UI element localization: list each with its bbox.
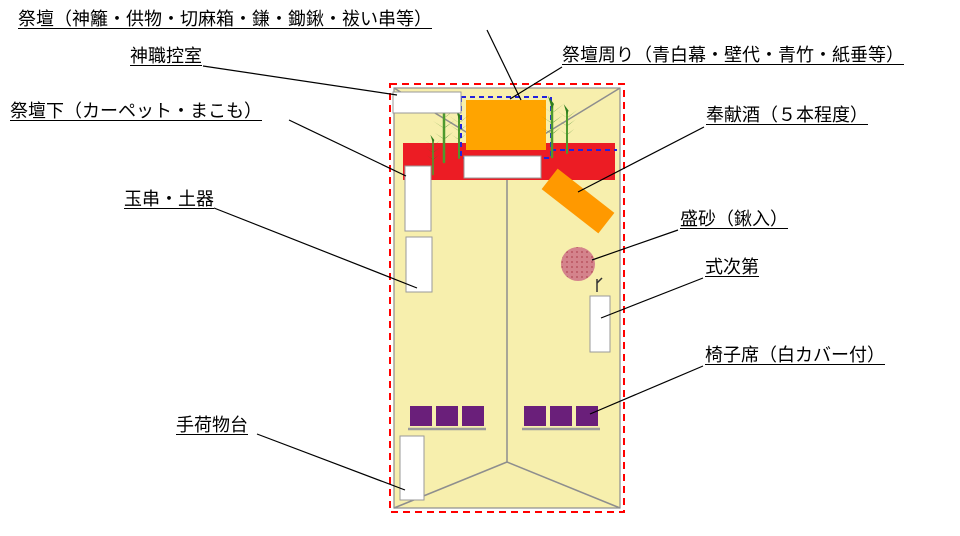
label-sand-mound: 盛砂（鍬入） (680, 209, 788, 229)
chair (434, 406, 460, 431)
label-program: 式次第 (705, 257, 759, 277)
ceremony-boundary (389, 83, 625, 513)
leader-altar-surround (509, 66, 563, 100)
leader-lines (202, 29, 705, 491)
luggage-table (399, 435, 425, 501)
leader-sand (591, 229, 679, 261)
stake-icon (596, 277, 603, 292)
leader-altar (486, 29, 522, 101)
leader-under-altar (288, 119, 407, 177)
label-under-altar: 祭壇下（カーペット・まこも） (10, 101, 262, 121)
sand-mound-circle (561, 247, 595, 281)
offering-table (463, 155, 542, 179)
chair (460, 406, 486, 431)
tamagushi-table (405, 236, 433, 293)
priest-room-table (392, 91, 462, 114)
chair-row-left (408, 406, 486, 431)
chair-row-right (522, 406, 600, 431)
chair (548, 406, 574, 431)
label-altar-surround: 祭壇周り（青白幕・壁代・青竹・紙垂等） (562, 45, 904, 65)
label-sake: 奉献酒（５本程度） (706, 105, 868, 125)
side-table-upper (404, 165, 432, 232)
label-tamagushi: 玉串・土器 (124, 189, 214, 209)
leader-priest-room (202, 65, 398, 96)
sake-bottles (541, 168, 615, 234)
label-chairs: 椅子席（白カバー付） (705, 345, 885, 365)
altar (466, 100, 546, 150)
leader-chairs (589, 365, 704, 415)
chair (408, 406, 434, 431)
leader-tamagushi (213, 207, 418, 289)
chair (574, 406, 600, 431)
label-luggage: 手荷物台 (176, 415, 248, 435)
leader-luggage (256, 433, 406, 491)
leader-sake (577, 126, 705, 193)
leader-program (600, 277, 704, 319)
label-altar: 祭壇（神籬・供物・切麻箱・鎌・鋤鍬・祓い串等） (18, 9, 432, 29)
program-stand (589, 295, 611, 353)
label-priest-room: 神職控室 (130, 46, 202, 66)
chair (522, 406, 548, 431)
